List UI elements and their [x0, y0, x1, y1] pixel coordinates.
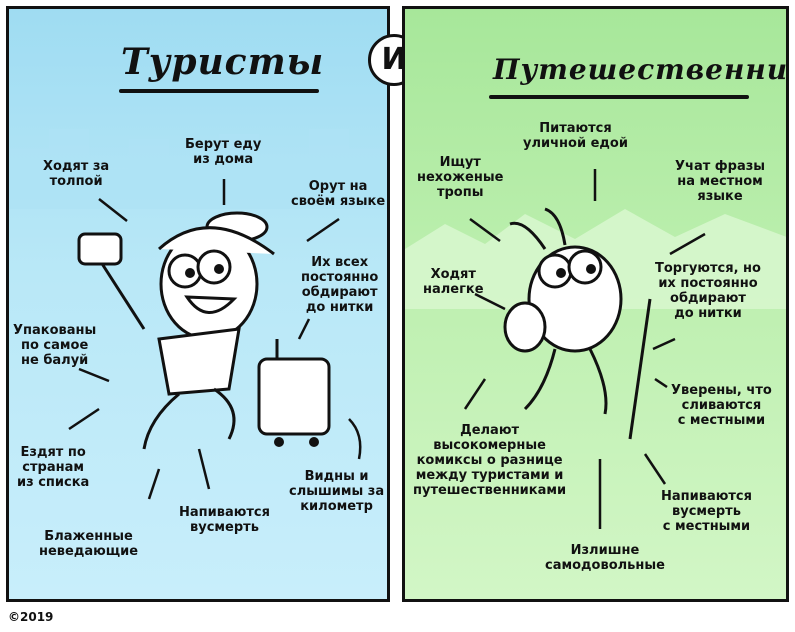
copyright: ©2019 [8, 610, 54, 624]
label-robbed: Их всех постоянно обдирают до нитки [301, 255, 379, 315]
traveler-illustration [405, 169, 786, 529]
label-eat-street: Питаются уличной едой [523, 121, 628, 151]
label-travel-list: Ездят по странам из списка [17, 445, 90, 490]
label-blissful: Блаженные неведающие [39, 529, 139, 559]
label-follow-crowd: Ходят за толпой [43, 159, 110, 189]
tourist-illustration [9, 129, 387, 500]
label-shout-language: Орут на своём языке [291, 179, 386, 209]
travelers-panel: Путешественники Питаются уличной едой Ищ… [402, 6, 789, 602]
label-blend-in: Уверены, что сливаются с местными [671, 383, 772, 428]
title-underline [489, 95, 749, 99]
label-bargain: Торгуются, но их постоянно обдирают до н… [655, 261, 761, 321]
label-travel-light: Ходят налегке [423, 267, 484, 297]
label-seek-paths: Ищут нехоженые тропы [417, 155, 504, 200]
tourists-title: Туристы [121, 41, 325, 83]
label-learn-phrases: Учат фразы на местном языке [675, 159, 766, 204]
label-drink-locals: Напиваются вусмерть с местными [661, 489, 752, 534]
label-packed: Упакованы по самое не балуй [13, 323, 97, 368]
label-drink: Напиваются вусмерть [179, 505, 270, 535]
tourists-panel: Туристы Ходят за толпой Берут еду из дом… [6, 6, 390, 602]
title-underline [119, 89, 319, 93]
label-smug: Излишне самодовольные [545, 543, 665, 573]
label-comics: Делают высокомерные комиксы о разнице ме… [413, 423, 567, 498]
travelers-title: Путешественники [493, 53, 789, 86]
label-take-food: Берут еду из дома [185, 137, 262, 167]
label-seen-heard: Видны и слышимы за километр [289, 469, 385, 514]
